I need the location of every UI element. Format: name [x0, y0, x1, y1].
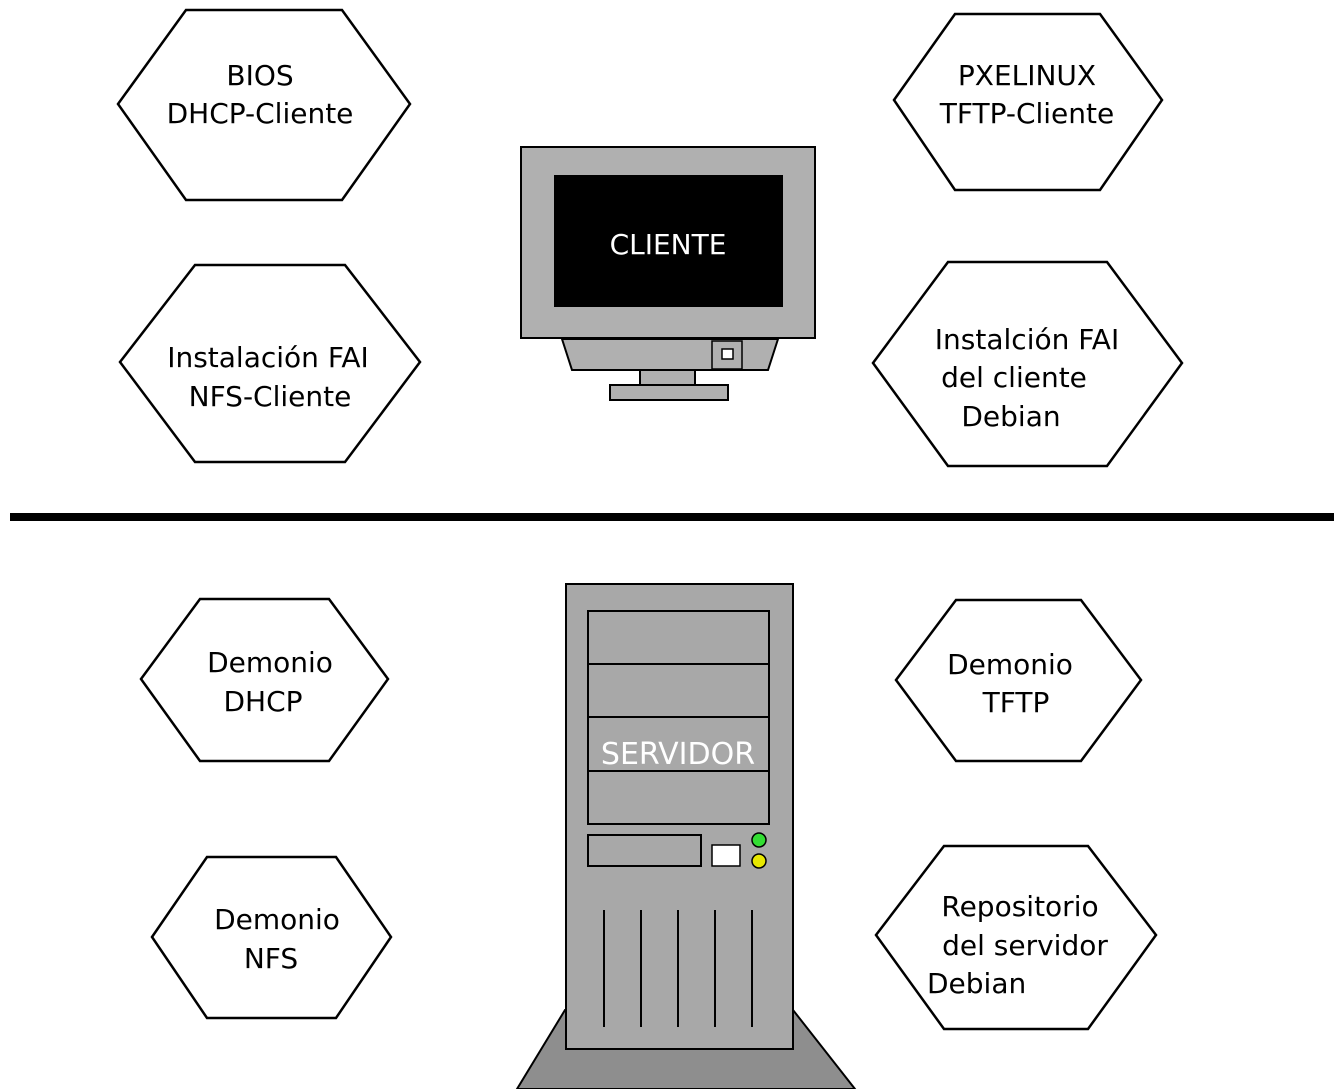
hex-nfs-daemon: Demonio NFS	[150, 855, 393, 1020]
hex-bios-line1: BIOS	[226, 59, 293, 92]
hex-dhcp-line1: Demonio	[207, 646, 333, 679]
hex-repo-line3: Debian	[927, 967, 1026, 1000]
client-label: CLIENTE	[610, 228, 727, 261]
hex-install-debian-line3: Debian	[961, 400, 1060, 433]
hex-debian-repository: Repositorio del servidor Debian	[874, 844, 1158, 1031]
hex-pxelinux-line2: TFTP-Cliente	[939, 97, 1114, 130]
server-label: SERVIDOR	[601, 737, 755, 772]
client-server-divider	[10, 513, 1334, 521]
hex-pxelinux-line1: PXELINUX	[958, 59, 1096, 92]
monitor-base	[560, 338, 780, 371]
vent-slots	[603, 910, 753, 1027]
hex-install-debian-line2: del cliente	[941, 361, 1087, 394]
floppy-slot	[587, 834, 702, 867]
hex-tftp-line2: TFTP	[982, 686, 1050, 719]
hex-repo-line1: Repositorio	[941, 890, 1098, 923]
hex-pxelinux-tftp-client: PXELINUX TFTP-Cliente	[892, 12, 1164, 192]
led-green-icon	[751, 832, 767, 848]
monitor-neck	[639, 369, 696, 386]
power-button	[711, 844, 741, 867]
hex-install-nfs-client: Instalación FAI NFS-Cliente	[118, 263, 422, 464]
hex-install-debian-line1: Instalción FAI	[935, 323, 1119, 356]
drive-bay-3	[587, 716, 770, 772]
hex-bios-line2: DHCP-Cliente	[167, 97, 354, 130]
server-tower: SERVIDOR	[515, 583, 857, 1089]
hex-install-nfs-line2: NFS-Cliente	[189, 380, 352, 413]
hex-tftp-daemon: Demonio TFTP	[894, 598, 1143, 763]
hex-install-debian-client: Instalción FAI del cliente Debian	[871, 260, 1184, 468]
drive-bay-4	[587, 770, 770, 825]
led-yellow-icon	[751, 853, 767, 869]
drive-bay-1	[587, 610, 770, 665]
hex-dhcp-daemon: Demonio DHCP	[139, 597, 390, 763]
hex-tftp-line1: Demonio	[947, 648, 1073, 681]
drive-bay-2	[587, 663, 770, 718]
hex-repo-line2: del servidor	[942, 929, 1108, 962]
hex-install-nfs-line1: Instalación FAI	[167, 341, 369, 374]
hex-bios-dhcp-client: BIOS DHCP-Cliente	[116, 8, 412, 202]
monitor-power-button	[721, 348, 734, 360]
client-monitor: CLIENTE	[520, 146, 816, 401]
monitor-screen	[554, 175, 783, 307]
hex-nfs-line1: Demonio	[214, 903, 340, 936]
monitor-stand	[609, 384, 729, 401]
hex-nfs-line2: NFS	[244, 942, 298, 975]
hex-dhcp-line2: DHCP	[223, 685, 302, 718]
